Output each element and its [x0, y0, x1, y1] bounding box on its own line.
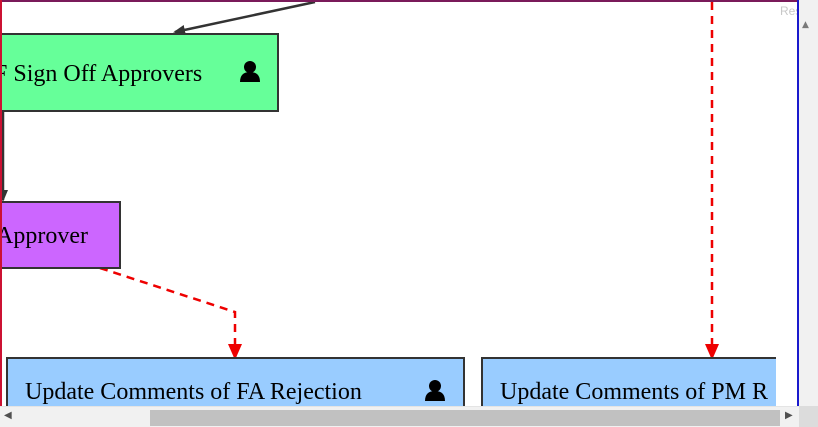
scroll-right-arrow-icon[interactable]: ▶ — [785, 410, 793, 421]
node-approver[interactable]: Approver — [0, 201, 121, 269]
user-icon — [240, 61, 260, 82]
frame-border-left — [0, 0, 2, 406]
frame-border-right — [797, 0, 799, 406]
node-pm-rejection[interactable]: Update Comments of PM R — [481, 357, 799, 406]
edge-approver-to-fa-rejection — [99, 266, 242, 360]
node-approver-label: Approver — [0, 223, 88, 249]
horizontal-scrollbar-thumb[interactable] — [150, 410, 780, 426]
node-fa-rejection-label: Update Comments of FA Rejection — [25, 379, 362, 405]
vertical-scrollbar[interactable] — [799, 0, 818, 406]
scrollbar-corner — [799, 406, 818, 427]
diagram-canvas: F Sign Off Approvers Approver Update Com… — [0, 0, 799, 406]
node-pm-rejection-label: Update Comments of PM R — [500, 379, 768, 405]
node-approver-box — [0, 201, 121, 269]
node-fa-rejection-box — [6, 357, 465, 406]
workflow-diagram: F Sign Off Approvers Approver Update Com… — [0, 0, 799, 406]
edge-into-signoff — [173, 0, 316, 35]
node-signoff-approvers[interactable]: F Sign Off Approvers — [0, 33, 279, 112]
user-icon — [425, 380, 445, 401]
scroll-left-arrow-icon[interactable]: ◀ — [4, 410, 12, 421]
scroll-up-arrow-icon[interactable]: ▲ — [802, 20, 809, 30]
node-signoff-label: F Sign Off Approvers — [0, 61, 202, 87]
node-fa-rejection[interactable]: Update Comments of FA Rejection — [6, 357, 465, 406]
node-pm-rejection-box — [481, 357, 799, 406]
node-signoff-box — [0, 33, 279, 112]
frame-border-top — [0, 0, 799, 2]
